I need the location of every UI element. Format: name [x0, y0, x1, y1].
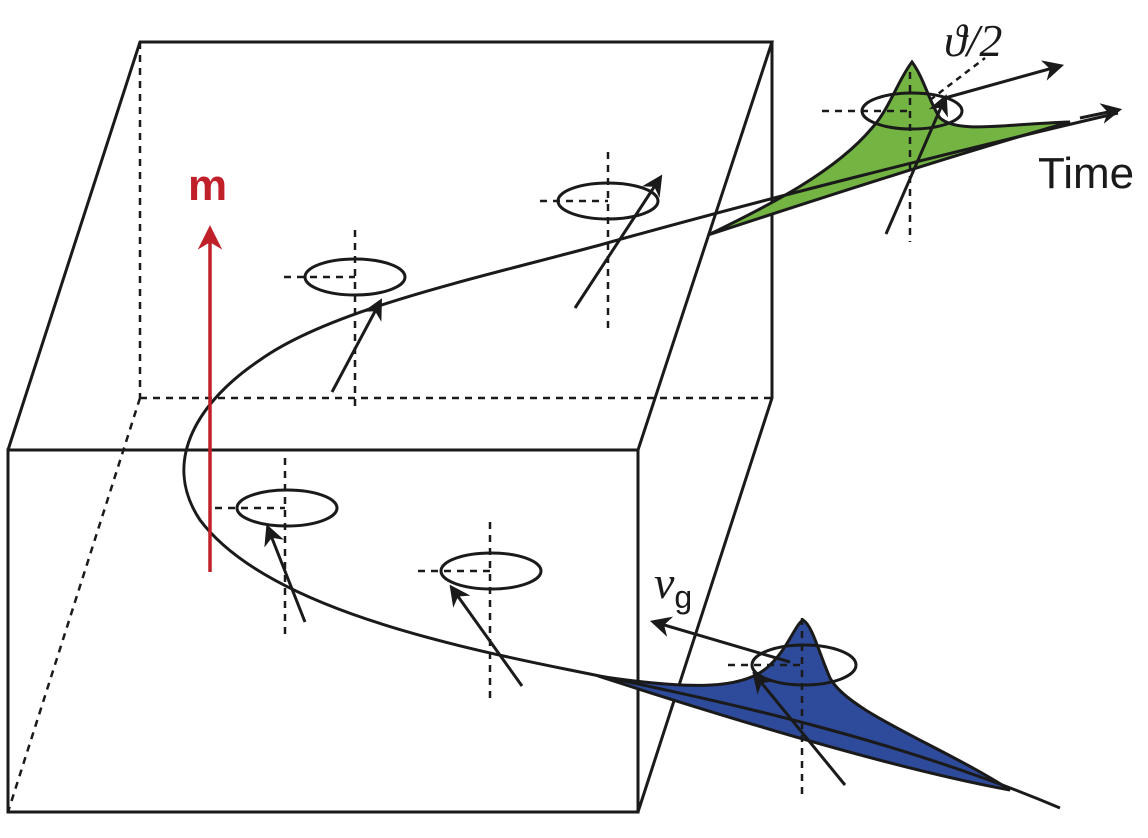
precession-marker-bottom-left — [215, 458, 339, 635]
velocity-arrow-icon — [649, 616, 791, 664]
angle-arrow-icon — [944, 60, 1065, 100]
precession-marker-output — [822, 57, 1065, 242]
box-right-edge — [636, 42, 774, 813]
time-arrow-head — [1079, 103, 1123, 124]
angle-label: ϑ/2 — [944, 15, 1002, 66]
magnetization-label: m — [188, 161, 227, 210]
box-top-edges — [6, 40, 775, 451]
group-velocity-symbol: v — [654, 557, 675, 608]
box-front-face — [6, 448, 640, 814]
precession-marker-top-left — [284, 230, 407, 408]
group-velocity-subscript: g — [674, 579, 692, 615]
output-pulse — [707, 59, 1071, 237]
time-axis-label: Time — [1038, 149, 1134, 198]
magnetic-slab-box — [6, 40, 775, 814]
precession-marker-top-center — [540, 152, 663, 330]
precession-marker-input — [728, 618, 858, 798]
box-hidden-edges — [6, 42, 772, 813]
group-velocity-label: vg — [654, 557, 692, 615]
precession-marker-bottom-center — [418, 522, 543, 700]
spin-wave-trajectory — [182, 111, 1119, 810]
